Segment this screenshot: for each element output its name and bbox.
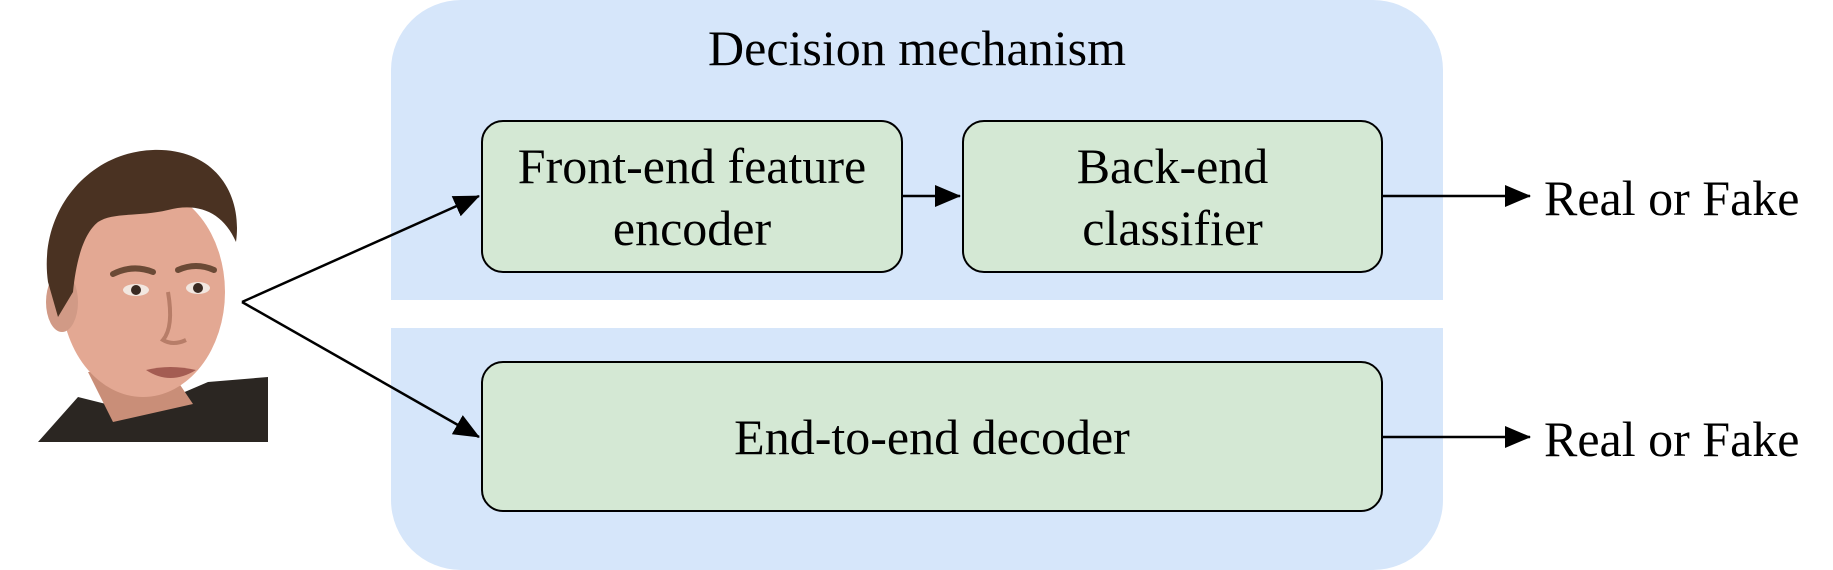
back-end-classifier-block: Back-end classifier [962,120,1383,273]
end-to-end-label: End-to-end decoder [734,408,1130,465]
output-label-bottom: Real or Fake [1544,411,1800,467]
front-end-label-line2: encoder [612,199,772,256]
arrow-to-front-end [241,194,480,304]
back-end-label-line1: Back-end [1076,137,1269,194]
arrow-to-end-to-end [241,300,480,439]
back-end-label-line2: classifier [1082,199,1263,256]
front-end-label-line1: Front-end feature [517,137,867,194]
output-label-top: Real or Fake [1544,170,1800,226]
face-photo-icon [38,149,268,442]
end-to-end-decoder-block: End-to-end decoder [481,361,1383,512]
front-end-encoder-block: Front-end feature encoder [481,120,903,273]
panel-title: Decision mechanism [708,20,1126,76]
